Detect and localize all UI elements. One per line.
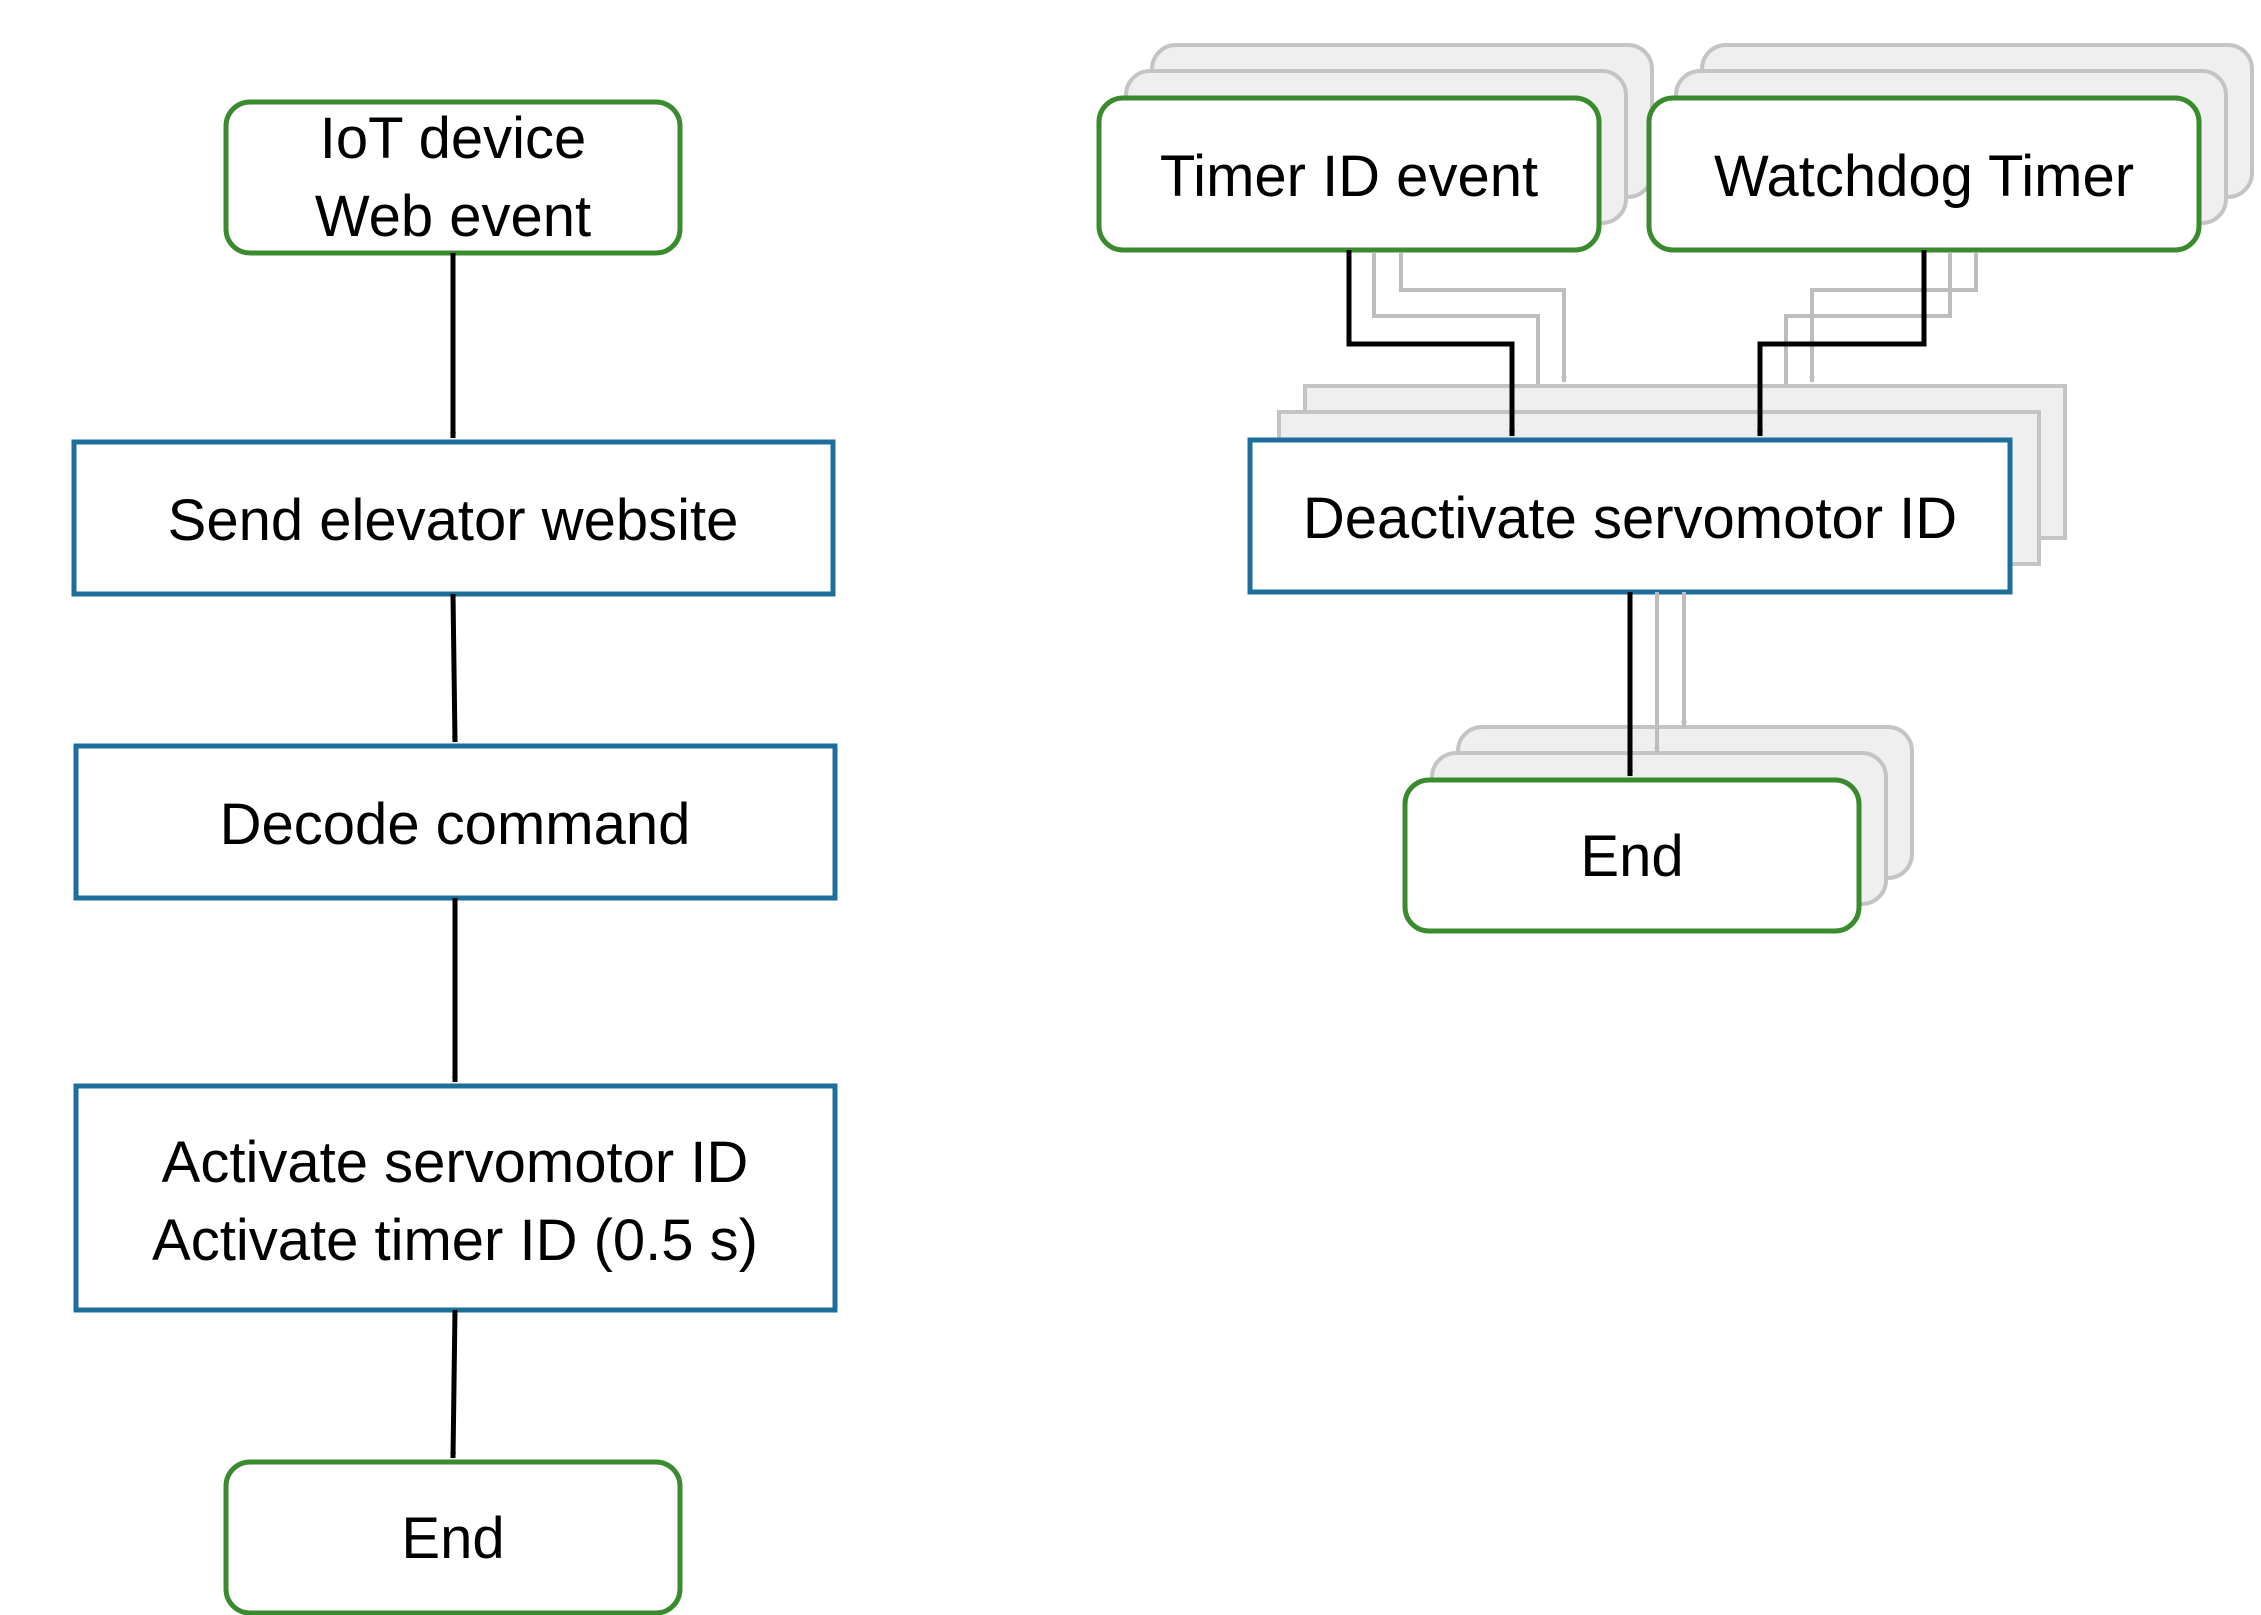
arrow-timer-event-to-deactivate bbox=[1346, 250, 1515, 437]
timer-event-label: Timer ID event bbox=[1160, 144, 1538, 209]
send-website-node: Send elevator website bbox=[71, 439, 836, 597]
shadow-connectors-watchdog bbox=[1783, 253, 1978, 409]
arrow-activate-to-end bbox=[450, 1309, 458, 1459]
right-end-label: End bbox=[1580, 824, 1683, 889]
activate-servomotor-node: Activate servomotor ID Activate timer ID… bbox=[73, 1083, 838, 1313]
right-end-node: End bbox=[1402, 777, 1862, 934]
shadow-connectors-end bbox=[1654, 592, 1687, 754]
shadow-connector-timer-2 bbox=[1399, 253, 1567, 383]
send-website-label: Send elevator website bbox=[168, 488, 739, 553]
deactivate-servomotor-label: Deactivate servomotor ID bbox=[1303, 486, 1957, 551]
watchdog-timer-node: Watchdog Timer bbox=[1646, 95, 2202, 253]
decode-command-node: Decode command bbox=[73, 743, 838, 901]
decode-command-label: Decode command bbox=[220, 792, 691, 857]
watchdog-timer-label: Watchdog Timer bbox=[1714, 144, 2134, 209]
arrow-send-to-decode bbox=[450, 593, 458, 743]
start-node-label-line2: Web event bbox=[315, 184, 591, 249]
start-node-label-line1: IoT device bbox=[320, 106, 587, 171]
send-website-node-shape bbox=[71, 439, 836, 597]
activate-servomotor-label-line2: Activate timer ID (0.5 s) bbox=[152, 1208, 758, 1273]
timer-event-node: Timer ID event bbox=[1096, 95, 1602, 253]
right-end-node-shape bbox=[1402, 777, 1862, 934]
activate-servomotor-label-line1: Activate servomotor ID bbox=[162, 1130, 749, 1195]
shadow-connectors-timer bbox=[1372, 253, 1567, 409]
deactivate-servomotor-node-shape bbox=[1247, 437, 2013, 595]
left-end-node-shape bbox=[223, 1459, 683, 1615]
shadow-connector-timer-1 bbox=[1372, 253, 1541, 409]
arrow-watchdog-to-deactivate bbox=[1757, 250, 1927, 437]
start-node: IoT device Web event bbox=[223, 99, 683, 256]
shadow-connector-watchdog-1 bbox=[1783, 253, 1952, 409]
left-end-node: End bbox=[223, 1459, 683, 1615]
shadow-connector-watchdog-2 bbox=[1809, 253, 1978, 383]
left-end-label: End bbox=[401, 1506, 504, 1571]
deactivate-servomotor-node: Deactivate servomotor ID bbox=[1247, 437, 2013, 595]
activate-servomotor-node-shape bbox=[73, 1083, 838, 1313]
